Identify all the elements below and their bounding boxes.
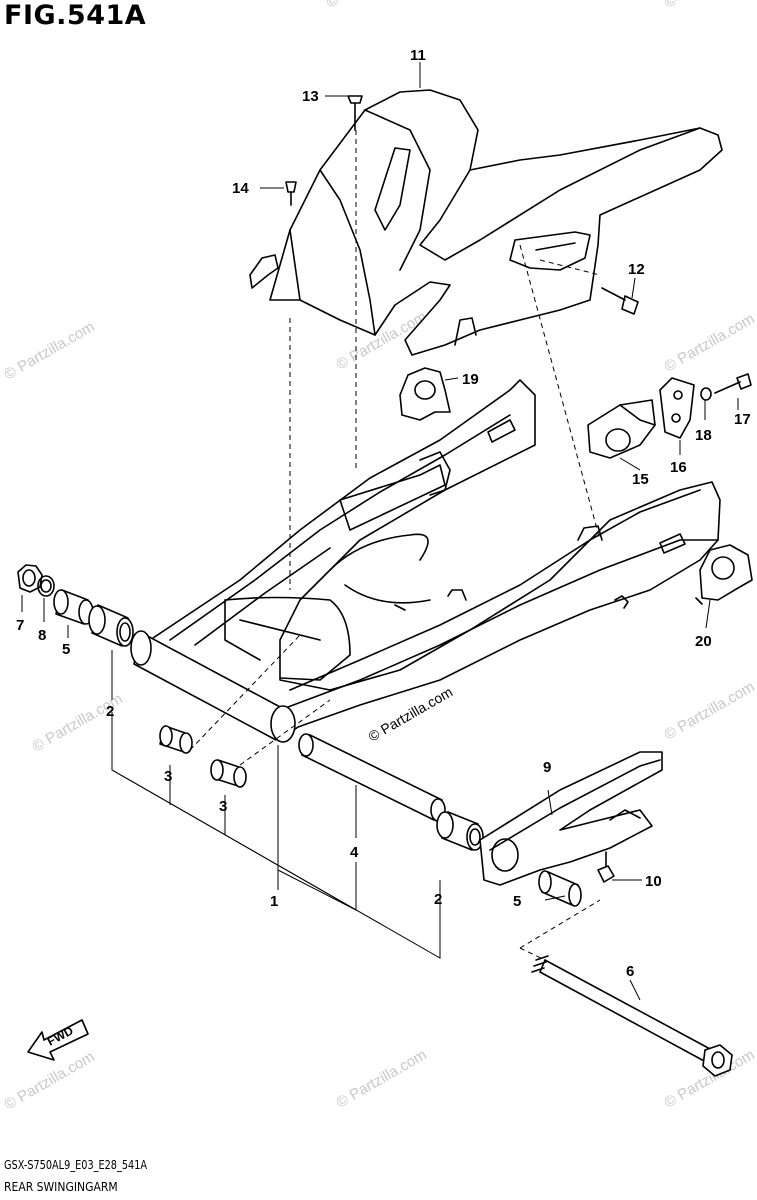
part-11-rear-fender (249, 89, 723, 356)
callout-2a: 2 (106, 703, 114, 720)
callout-14: 14 (232, 180, 249, 197)
part-15-chain-slider (587, 399, 656, 459)
part-12-bolt (601, 287, 639, 315)
part-2-bearing-left (88, 604, 134, 647)
leader-lines (21, 62, 739, 1001)
part-20-bracket (695, 544, 753, 605)
watermark-text: © Partzilla.com (30, 690, 126, 755)
callout-19: 19 (462, 371, 479, 388)
callout-16: 16 (670, 459, 687, 476)
callout-4: 4 (350, 844, 359, 861)
callout-11: 11 (410, 47, 426, 64)
callout-labels: 1 2 2 3 3 4 5 5 6 7 8 9 10 11 12 13 14 1… (16, 47, 751, 980)
callout-7: 7 (16, 617, 24, 634)
figure-name: REAR SWINGINGARM (4, 1180, 118, 1194)
callout-5a: 5 (62, 641, 70, 658)
callout-18: 18 (695, 427, 712, 444)
figure-model-code: GSX-S750AL9_E03_E28_541A (4, 1158, 148, 1172)
part-19-bracket (399, 367, 451, 421)
callout-15: 15 (632, 471, 649, 488)
part-5-spacer-left (53, 589, 94, 625)
part-18-washer (700, 387, 712, 401)
part-9-chain-case (479, 751, 663, 886)
callout-17: 17 (734, 411, 751, 428)
part-13-screw (347, 95, 363, 131)
part-7-nut (17, 564, 43, 593)
part-4-pivot-sleeve (298, 733, 446, 822)
figure-title: FIG.541A (4, 0, 147, 31)
callout-5b: 5 (513, 893, 521, 910)
part-3-bearing-a (159, 725, 193, 754)
part-2-bearing-right (436, 811, 484, 851)
watermark-text: © Partzilla.com (662, 310, 757, 375)
part-17-bolt (714, 373, 752, 394)
callout-8: 8 (38, 627, 46, 644)
watermark-text: © Partzilla.com (324, 0, 420, 11)
callout-6: 6 (626, 963, 634, 980)
watermark-text: © Partzilla.com (662, 0, 757, 11)
callout-12: 12 (628, 261, 645, 278)
part-8-washer (37, 575, 55, 597)
part-10-bolt (597, 851, 615, 883)
callout-1: 1 (270, 893, 278, 910)
callout-13: 13 (302, 88, 319, 105)
watermark-text: © Partzilla.com (2, 318, 98, 383)
callout-9: 9 (543, 759, 551, 776)
callout-3a: 3 (164, 768, 172, 785)
callout-10: 10 (645, 873, 662, 890)
part-5-spacer-right (538, 870, 582, 907)
callout-20: 20 (695, 633, 712, 650)
watermark-text: © Partzilla.com (334, 1046, 430, 1111)
watermark-text: © Partzilla.com (662, 678, 757, 743)
callout-2b: 2 (434, 891, 442, 908)
part-14-clip (285, 181, 297, 206)
dashed-leader-lines (189, 130, 601, 961)
part-16-adjuster-plate (659, 377, 695, 439)
callout-3b: 3 (219, 798, 227, 815)
part-6-pivot-bolt (531, 955, 733, 1077)
part-1-swingarm (149, 379, 721, 741)
fwd-arrow-icon (27, 1019, 89, 1061)
part-3-bearing-b (210, 759, 247, 788)
swingarm-pivot-tube (130, 630, 296, 743)
